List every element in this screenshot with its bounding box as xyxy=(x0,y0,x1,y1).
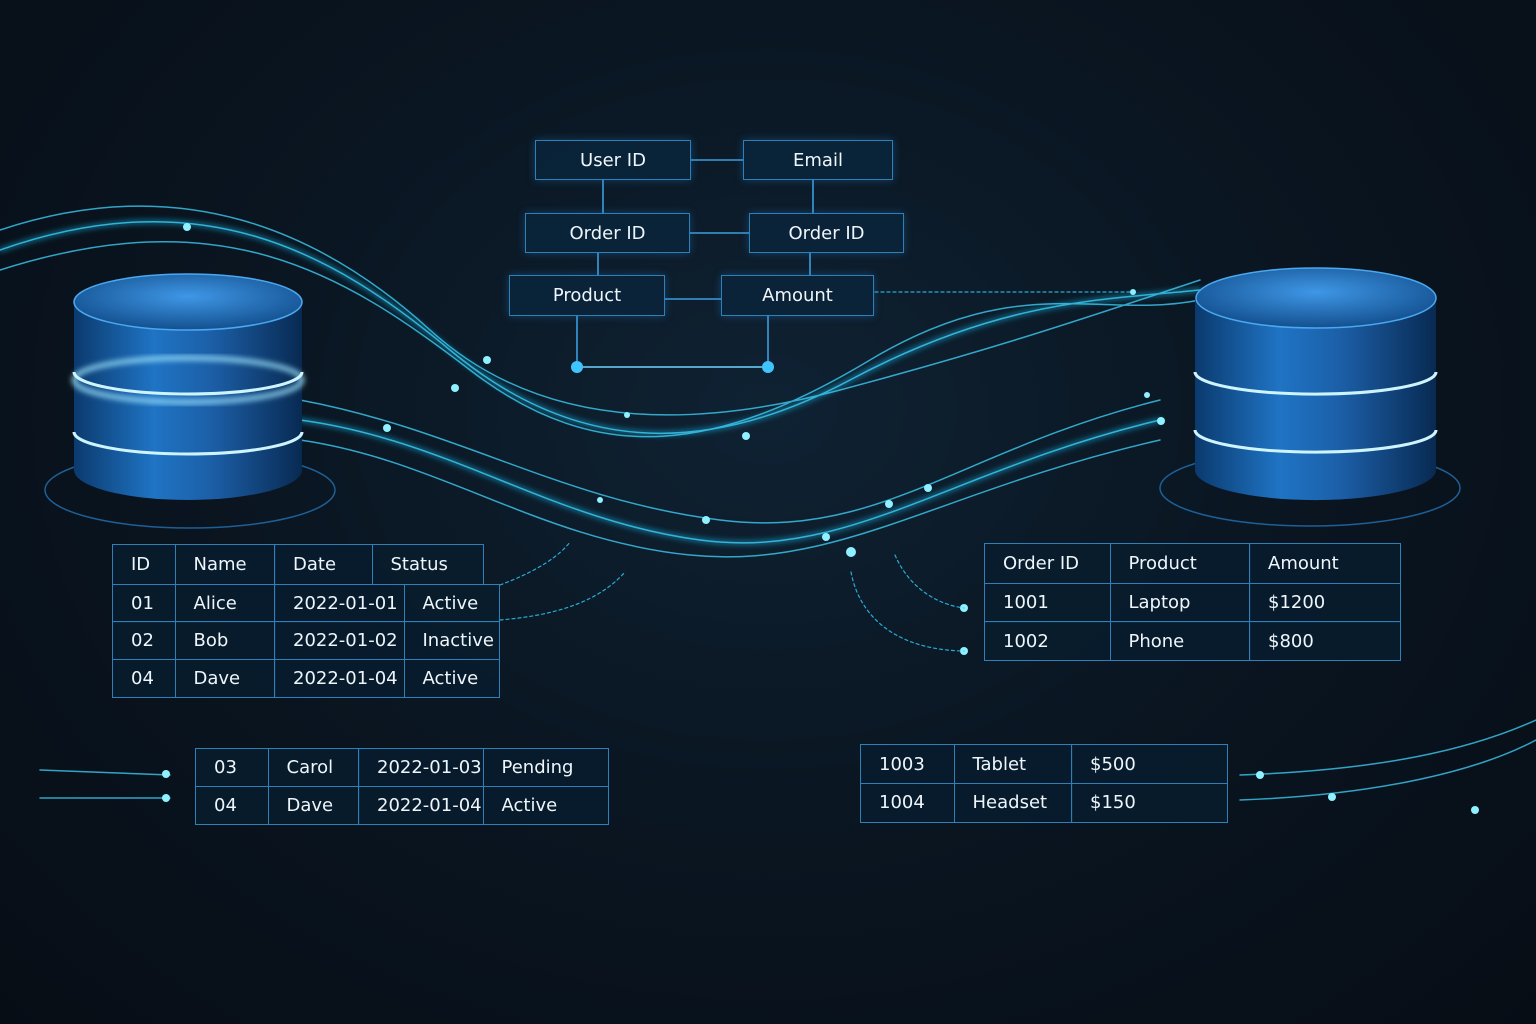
node-product[interactable]: Product xyxy=(509,275,665,316)
table-cell: 03 xyxy=(195,748,269,787)
column-header[interactable]: Order ID xyxy=(984,543,1111,584)
left-database-icon xyxy=(44,273,336,529)
table-cell: Tablet xyxy=(953,744,1073,784)
table-cell: 2022-01-02 xyxy=(274,621,405,660)
column-header[interactable]: ID xyxy=(112,544,176,585)
table-cell: 2022-01-01 xyxy=(274,583,405,623)
table-cell: Alice xyxy=(174,583,276,623)
table-cell: 1002 xyxy=(984,621,1111,661)
column-header[interactable]: Product xyxy=(1109,543,1251,584)
node-email[interactable]: Email xyxy=(743,140,893,180)
table-cell: Bob xyxy=(174,621,276,660)
table-cell: Dave xyxy=(174,658,276,698)
table-cell: 02 xyxy=(112,621,176,660)
table-cell: $500 xyxy=(1071,744,1228,784)
node-amount[interactable]: Amount xyxy=(721,275,874,316)
table-cell: 1003 xyxy=(860,744,955,784)
node-user-id[interactable]: User ID xyxy=(535,140,691,180)
table-cell: Carol xyxy=(267,748,360,787)
table-cell: Active xyxy=(482,785,609,825)
table-cell: 1001 xyxy=(984,582,1111,623)
right-database-icon xyxy=(1159,267,1461,527)
table-cell: Active xyxy=(403,583,500,623)
table-cell: 2022-01-03 xyxy=(358,748,484,787)
table-cell: 2022-01-04 xyxy=(274,658,405,698)
table-cell: 01 xyxy=(112,583,176,623)
table-cell: 2022-01-04 xyxy=(358,785,484,825)
column-header[interactable]: Name xyxy=(174,544,276,585)
table-cell: $1200 xyxy=(1249,582,1401,623)
table-cell: Laptop xyxy=(1109,582,1251,623)
node-order-id-left[interactable]: Order ID xyxy=(525,213,690,253)
node-order-id-right[interactable]: Order ID xyxy=(749,213,904,253)
table-cell: Pending xyxy=(482,748,609,787)
column-header[interactable]: Amount xyxy=(1249,543,1401,584)
table-cell: Headset xyxy=(953,782,1073,823)
table-cell: 1004 xyxy=(860,782,955,823)
diagram-connectors xyxy=(571,159,814,373)
flow-streams xyxy=(0,205,1536,814)
table-cell: $150 xyxy=(1071,782,1228,823)
table-cell: Active xyxy=(403,658,500,698)
column-header[interactable]: Status xyxy=(371,544,484,585)
table-cell: Dave xyxy=(267,785,360,825)
column-header[interactable]: Date xyxy=(274,544,373,585)
table-cell: Phone xyxy=(1109,621,1251,661)
table-cell: 04 xyxy=(195,785,269,825)
table-cell: Inactive xyxy=(403,621,500,660)
table-cell: 04 xyxy=(112,658,176,698)
table-cell: $800 xyxy=(1249,621,1401,661)
